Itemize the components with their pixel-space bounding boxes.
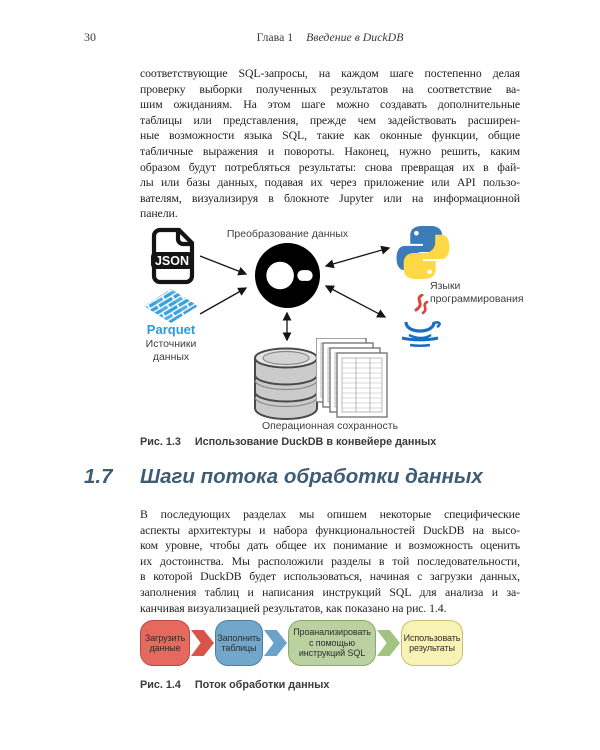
json-badge-text: JSON [155, 254, 189, 268]
section-number: 1.7 [84, 465, 113, 488]
flow-step-label: Использовать результаты [403, 632, 461, 654]
label-data-sources: Источники данных [145, 338, 197, 363]
text-line: аспекты архитектуры и набора функциональ… [140, 522, 520, 537]
java-logo-icon [392, 293, 448, 355]
paragraph-1: соответствующие SQL-запросы, на каждом ш… [140, 66, 520, 222]
flow-step-label: Проанализировать с помощью инструкций SQ… [293, 627, 371, 659]
text-line: В последующих разделах мы опишем некотор… [140, 507, 520, 521]
text-line: канчивая визуализацией результатов, как … [140, 600, 447, 615]
arrow-json-to-duckdb [199, 255, 248, 276]
label-operational-persistence: Операционная сохранность [261, 420, 399, 432]
text-line: заполнения таблиц и написания инструкций… [140, 584, 520, 599]
flow-step-label: Заполнить таблицы [217, 632, 261, 654]
flow-arrow-icon [191, 630, 214, 656]
json-file-icon: JSON [150, 227, 196, 290]
arrow-parquet-to-duckdb [199, 287, 248, 315]
text-line: вателям, визуализируя в блокноте Jupyter… [140, 190, 520, 205]
figure-1-3-diagram: Преобразование данных JSON [140, 222, 524, 434]
flow-step-load-data: Загрузить данные [140, 620, 190, 666]
flow-arrow-icon [264, 630, 287, 656]
running-header: Глава 1 Введение в DuckDB [140, 30, 520, 45]
page-number: 30 [84, 30, 96, 44]
text-line: проверку выборки полученных результатов … [140, 81, 520, 96]
text-line: ком уровне, чтобы дать общее их понимани… [140, 538, 520, 553]
database-cylinder-icon [252, 346, 320, 427]
parquet-logo-icon [143, 288, 199, 329]
text-line: табличные выражения и повороты. Наконец,… [140, 143, 520, 158]
flow-arrow-icon [377, 630, 400, 656]
arrow-duckdb-java [324, 285, 387, 318]
text-line: соответствующие SQL-запросы, на каждом ш… [140, 66, 520, 80]
label-programming-languages: Языки программирования [430, 280, 524, 305]
table-pages-icon [315, 337, 394, 427]
section-title: Шаги потока обработки данных [140, 465, 483, 488]
text-line: панели. [140, 206, 178, 221]
arrow-duckdb-python [324, 245, 391, 269]
caption-number: Рис. 1.3 [140, 436, 181, 448]
diagram-arrows [199, 245, 391, 342]
caption-number: Рис. 1.4 [140, 679, 181, 691]
text-line: лы или базы данных, подавая их через при… [140, 175, 520, 190]
text-line: таблицы или представления, прежде чем за… [140, 112, 520, 127]
label-data-transformation: Преобразование данных [226, 228, 349, 240]
flow-step-analyze-sql: Проанализировать с помощью инструкций SQ… [288, 620, 376, 666]
text-line: в которой DuckDB будет использоваться, н… [140, 569, 520, 584]
text-line: их достоинства. Мы расположили разделы в… [140, 553, 520, 568]
text-line: шим ожиданиям. На этом шаге можно создав… [140, 97, 520, 112]
caption-text: Поток обработки данных [194, 679, 330, 691]
figure-1-4-flow: Загрузить данные Заполнить таблицы Проан… [140, 620, 520, 666]
chapter-label: Глава 1 [256, 30, 294, 44]
text-line: ные возможности языка SQL, такие как око… [140, 128, 520, 143]
flow-step-use-results: Использовать результаты [401, 620, 463, 666]
paragraph-2: В последующих разделах мы опишем некотор… [140, 507, 520, 616]
text-line: образом будут потребляться результаты: с… [140, 159, 520, 174]
caption-text: Использование DuckDB в конвейере данных [194, 436, 437, 448]
figure-1-4-caption: Рис. 1.4 Поток обработки данных [140, 679, 329, 691]
flow-step-fill-tables: Заполнить таблицы [215, 620, 263, 666]
parquet-logo-label: Parquet [146, 322, 196, 337]
flow-step-label: Загрузить данные [144, 632, 186, 654]
figure-1-3-caption: Рис. 1.3 Использование DuckDB в конвейере… [140, 436, 436, 448]
python-logo-icon [394, 224, 452, 286]
duckdb-logo-icon [254, 242, 321, 314]
chapter-title: Введение в DuckDB [306, 30, 404, 44]
